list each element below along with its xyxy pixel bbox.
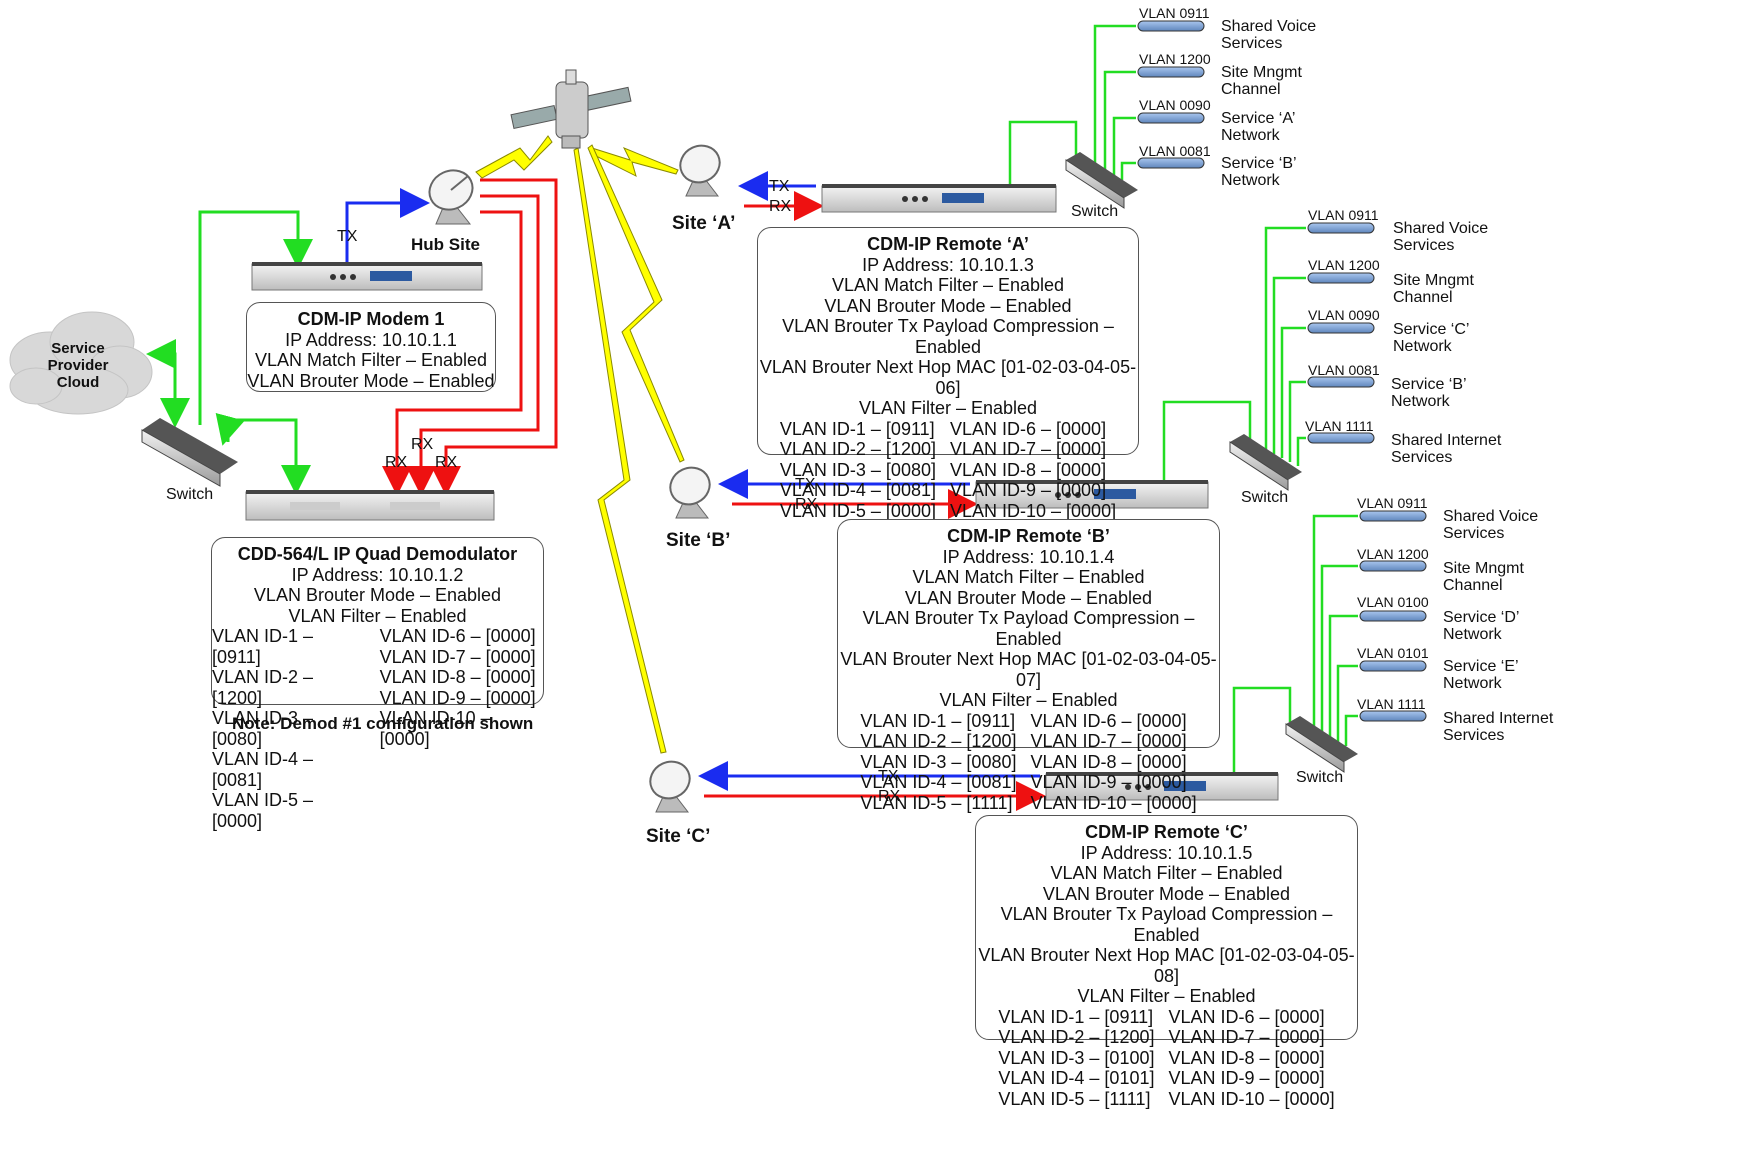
site-a-service-3: Service ‘A’Network [1221,110,1296,144]
site-a-switch-icon [1065,152,1138,209]
site-c-txrx [698,761,1046,811]
site-b-dish-icon [669,466,711,519]
hub-rx-label-3: RX [435,454,458,471]
site-b-switch-icon [1229,434,1302,491]
site-c-switch-icon [1285,716,1358,773]
vlan-id-table: VLAN ID-1 – [0911] VLAN ID-2 – [1200] VL… [212,626,536,831]
site-a-config-box: CDM-IP Remote ‘A’ IP Address: 10.10.1.3 … [757,227,1139,521]
site-a-label: Site ‘A’ [672,213,736,234]
site-c-rx-label: RX [878,788,901,805]
hub-site-label: Hub Site [411,235,480,254]
site-c-service-3: Service ‘D’Network [1443,609,1520,643]
site-c-vlan-pipes [1359,510,1427,722]
site-a-switch-label: Switch [1071,203,1119,220]
site-c-lan-lines [1232,514,1358,772]
site-b-vlan-pipes [1307,222,1375,444]
site-a-service-4: Service ‘B’Network [1221,155,1297,189]
site-b-service-4: Service ‘B’Network [1391,376,1467,410]
site-a-vlan-pipes [1137,20,1205,169]
hub-rx-lines [382,178,558,496]
hub-dish-icon [428,169,474,225]
site-a-tx-label: TX [769,178,790,195]
site-a-vlan-label-1: VLAN 0911 [1139,5,1210,21]
site-b-tx-label: TX [795,476,816,493]
site-c-vlan-label-4: VLAN 0101 [1357,645,1429,661]
hub-modem-config-box: CDM-IP Modem 1 IP Address: 10.10.1.1 VLA… [246,302,496,392]
hub-demod-device [245,490,495,521]
satellite-icon [510,69,632,149]
site-c-switch-label: Switch [1296,769,1344,786]
site-c-vlan-label-1: VLAN 0911 [1357,495,1428,511]
site-a-rx-label: RX [769,198,792,215]
sat-link-site-a [589,147,679,177]
site-a-dish-icon [679,144,721,197]
sat-link-site-b [587,144,685,463]
satellite-links [475,135,685,754]
site-b-service-3: Service ‘C’Network [1393,321,1470,355]
site-b-rx-label: RX [795,496,818,513]
hub-rx-label-2: RX [411,436,434,453]
hub-tx-label: TX [337,228,358,245]
site-b-vlan-label-4: VLAN 0081 [1308,362,1380,378]
cloud-label: Service Provider Cloud [47,340,109,391]
site-b-modem-device [975,480,1209,509]
site-a-vlan-label-3: VLAN 0090 [1139,97,1211,113]
service-provider-cloud-icon [9,311,153,415]
hub-modem-device [251,262,483,291]
hub-demod-config-box: CDD-564/L IP Quad Demodulator IP Address… [211,537,544,831]
site-c-vlan-label-2: VLAN 1200 [1357,546,1429,562]
site-c-label: Site ‘C’ [646,826,711,847]
site-a-vlan-label-2: VLAN 1200 [1139,51,1211,67]
box-title: CDD-564/L IP Quad Demodulator [237,544,518,564]
site-c-config-box: CDM-IP Remote ‘C’ IP Address: 10.10.1.5 … [975,815,1358,1109]
box-title: CDM-IP Modem 1 [297,309,445,329]
sat-link-hub [475,135,553,179]
site-b-switch-label: Switch [1241,489,1289,506]
vlan-id-table: VLAN ID-1 – [0911] VLAN ID-2 – [1200] VL… [860,710,1197,813]
site-a-lan-lines [1008,24,1136,186]
box-title: CDM-IP Remote ‘C’ [1085,822,1248,842]
demod-note: Note: Demod #1 configuration shown [232,714,534,733]
site-c-vlan-label-5: VLAN 1111 [1357,696,1426,712]
hub-switch-icon [141,418,238,487]
site-b-config-box: CDM-IP Remote ‘B’ IP Address: 10.10.1.4 … [837,519,1220,813]
site-a-vlan-label-4: VLAN 0081 [1139,143,1211,159]
site-a-txrx [738,171,824,221]
site-b-vlan-label-1: VLAN 0911 [1308,207,1379,223]
hub-rx-label-1: RX [385,454,408,471]
box-title: CDM-IP Remote ‘A’ [867,234,1029,254]
site-b-vlan-label-2: VLAN 1200 [1308,257,1380,273]
site-c-service-4: Service ‘E’Network [1443,658,1519,692]
site-b-lan-lines [1162,226,1306,480]
site-c-vlan-label-3: VLAN 0100 [1357,594,1429,610]
vlan-id-table: VLAN ID-1 – [0911] VLAN ID-2 – [1200] VL… [779,418,1117,521]
site-c-dish-icon [649,760,691,813]
site-b-label: Site ‘B’ [666,530,731,551]
site-c-tx-label: TX [878,768,899,785]
sat-link-site-c [573,147,667,754]
site-a-modem-device [821,184,1057,213]
box-title: CDM-IP Remote ‘B’ [947,526,1110,546]
vlan-id-table: VLAN ID-1 – [0911] VLAN ID-2 – [1200] VL… [998,1006,1335,1109]
site-b-vlan-label-5: VLAN 1111 [1305,418,1374,434]
site-b-vlan-label-3: VLAN 0090 [1308,307,1380,323]
site-b-txrx [718,469,978,519]
hub-switch-label: Switch [166,486,214,503]
hub-tx-line [345,188,430,262]
site-c-modem-device [1045,772,1279,801]
hub-lan-lines [146,210,313,495]
